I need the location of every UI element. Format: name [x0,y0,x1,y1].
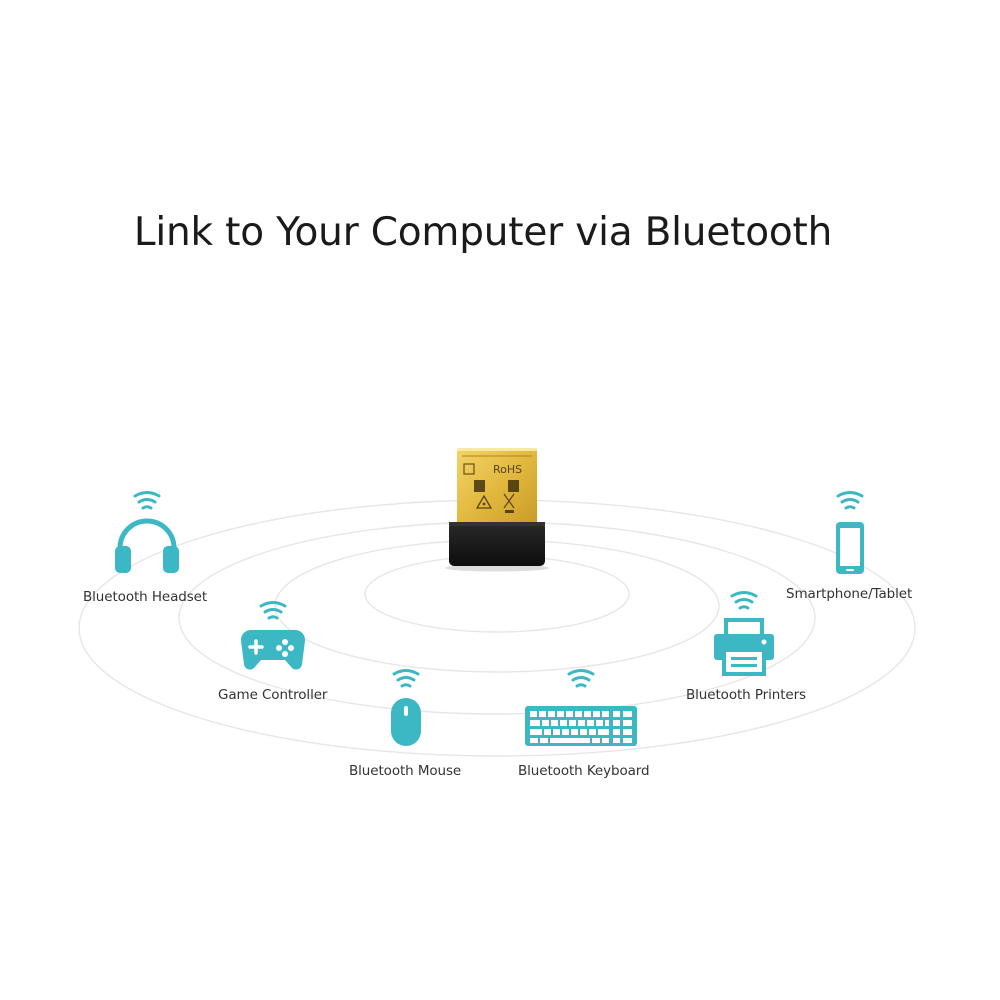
mouse-label: Bluetooth Mouse [349,763,462,779]
headphones-icon [115,518,179,573]
signal-waves-icon [392,669,420,688]
mouse-icon [391,698,421,746]
printer-icon [714,618,774,676]
printer-label: Bluetooth Printers [686,687,806,703]
rohs-mark: RoHS [493,463,522,476]
device-keyboard [525,668,637,748]
keyboard-label: Bluetooth Keyboard [518,763,650,779]
signal-waves-icon [133,491,161,510]
device-headset [112,490,182,576]
keyboard-icon [525,706,637,746]
device-printer [712,590,776,678]
smartphone-icon [836,522,864,574]
signal-waves-icon [567,669,595,688]
signal-waves-icon [259,601,287,620]
signal-waves-icon [836,491,864,510]
headset-label: Bluetooth Headset [83,589,208,605]
device-mouse [386,668,426,748]
smartphone-label: Smartphone/Tablet [786,586,913,602]
headline: Link to Your Computer via Bluetooth [133,210,833,255]
usb-bluetooth-adapter: RoHS [440,442,554,572]
game-controller-label: Game Controller [218,687,328,703]
device-smartphone [830,490,870,576]
signal-waves-icon [730,591,758,610]
gamepad-icon [240,630,306,670]
device-game-controller [240,600,306,672]
